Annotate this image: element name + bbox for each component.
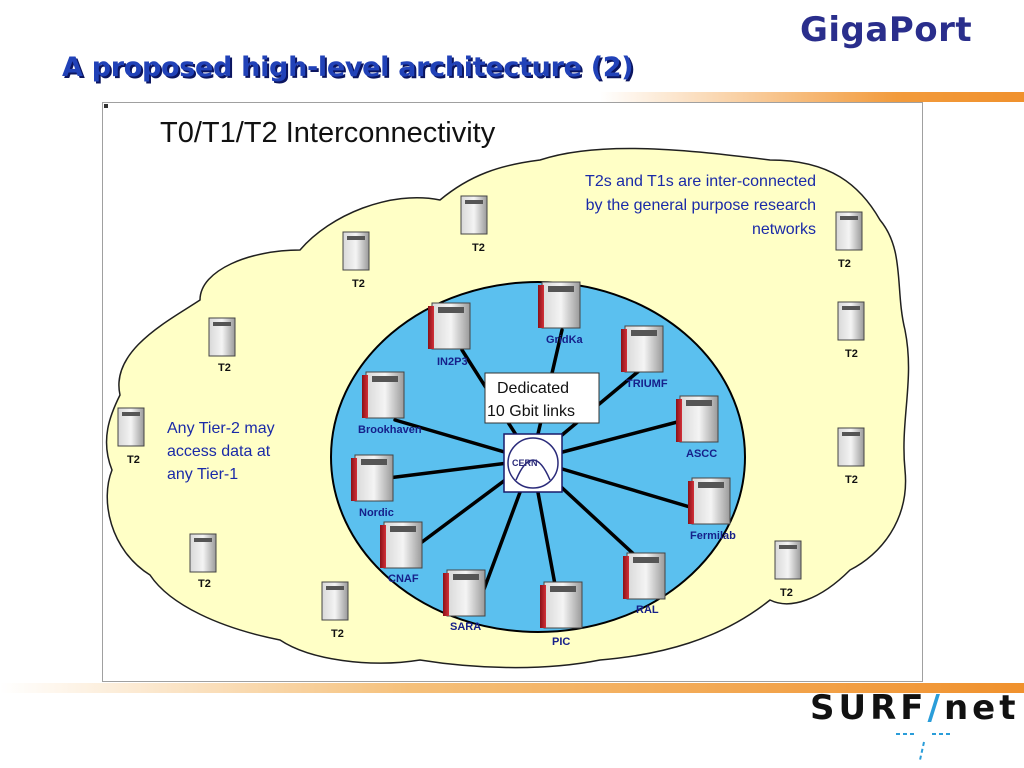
- tier1-label: IN2P3: [437, 356, 468, 368]
- server-icon: [540, 581, 583, 629]
- note-line: networks: [752, 221, 816, 238]
- tier1-label: TRIUMF: [626, 378, 668, 390]
- tier1-label: GridKa: [546, 334, 584, 346]
- note-line: access data at: [167, 443, 271, 460]
- frame-corner-marker: [104, 104, 108, 108]
- tier2-label: T2: [845, 474, 858, 486]
- surfnet-logo-mark: [896, 733, 952, 761]
- tier1-label: ASCC: [686, 448, 717, 460]
- surfnet-logo: SURF/net: [810, 688, 1019, 728]
- tier1-label: CNAF: [388, 573, 419, 585]
- tier2-label: T2: [472, 242, 485, 254]
- note-line: Any Tier-2 may: [167, 420, 275, 437]
- gigaport-logo: GigaPort: [800, 10, 973, 50]
- note-line: by the general purpose research: [586, 197, 816, 214]
- links-box-line: 10 Gbit links: [487, 403, 575, 420]
- server-icon: [623, 552, 666, 600]
- server-icon: [362, 371, 405, 419]
- note-line: T2s and T1s are inter-connected: [585, 173, 816, 190]
- diagram-title: T0/T1/T2 Interconnectivity: [160, 117, 496, 149]
- bottom-accent-bar: [0, 683, 1024, 693]
- server-icon: [208, 317, 236, 357]
- server-icon: [321, 581, 349, 621]
- server-icon: [460, 195, 488, 235]
- server-icon: [428, 302, 471, 350]
- tier1-label: PIC: [552, 636, 570, 648]
- server-icon: [835, 211, 863, 251]
- server-icon: [774, 540, 802, 580]
- cern-node: CERN: [503, 433, 563, 493]
- surfnet-logo-part: net: [943, 688, 1020, 728]
- note-line: any Tier-1: [167, 466, 238, 483]
- server-icon: [837, 427, 865, 467]
- cern-label: CERN: [512, 458, 538, 468]
- tier2-label: T2: [352, 278, 365, 290]
- surfnet-logo-slash: /: [927, 688, 944, 728]
- tier2-label: T2: [218, 362, 231, 374]
- top-accent-bar: [600, 92, 1024, 102]
- dedicated-links-box: Dedicated 10 Gbit links: [484, 372, 600, 424]
- server-icon: [117, 407, 145, 447]
- tier1-label: Nordic: [359, 507, 394, 519]
- server-icon: [189, 533, 217, 573]
- tier1-label: Fermilab: [690, 530, 736, 542]
- server-icon: [443, 569, 486, 617]
- slide-title: A proposed high-level architecture (2): [62, 52, 634, 83]
- server-icon: [837, 301, 865, 341]
- tier2-label: T2: [845, 348, 858, 360]
- tier2-label: T2: [838, 258, 851, 270]
- server-icon: [380, 521, 423, 569]
- server-icon: [538, 281, 581, 329]
- server-icon: [351, 454, 394, 502]
- tier1-label: SARA: [450, 621, 481, 633]
- tier2-label: T2: [780, 587, 793, 599]
- surfnet-logo-part: SURF: [810, 688, 928, 728]
- tier2-label: T2: [127, 454, 140, 466]
- server-icon: [621, 325, 664, 373]
- server-icon: [688, 477, 731, 525]
- tier1-label: RAL: [636, 604, 659, 616]
- tier2-label: T2: [331, 628, 344, 640]
- tier1-label: Brookhaven: [358, 424, 422, 436]
- server-icon: [676, 395, 719, 443]
- links-box-line: Dedicated: [497, 380, 569, 397]
- server-icon: [342, 231, 370, 271]
- tier2-label: T2: [198, 578, 211, 590]
